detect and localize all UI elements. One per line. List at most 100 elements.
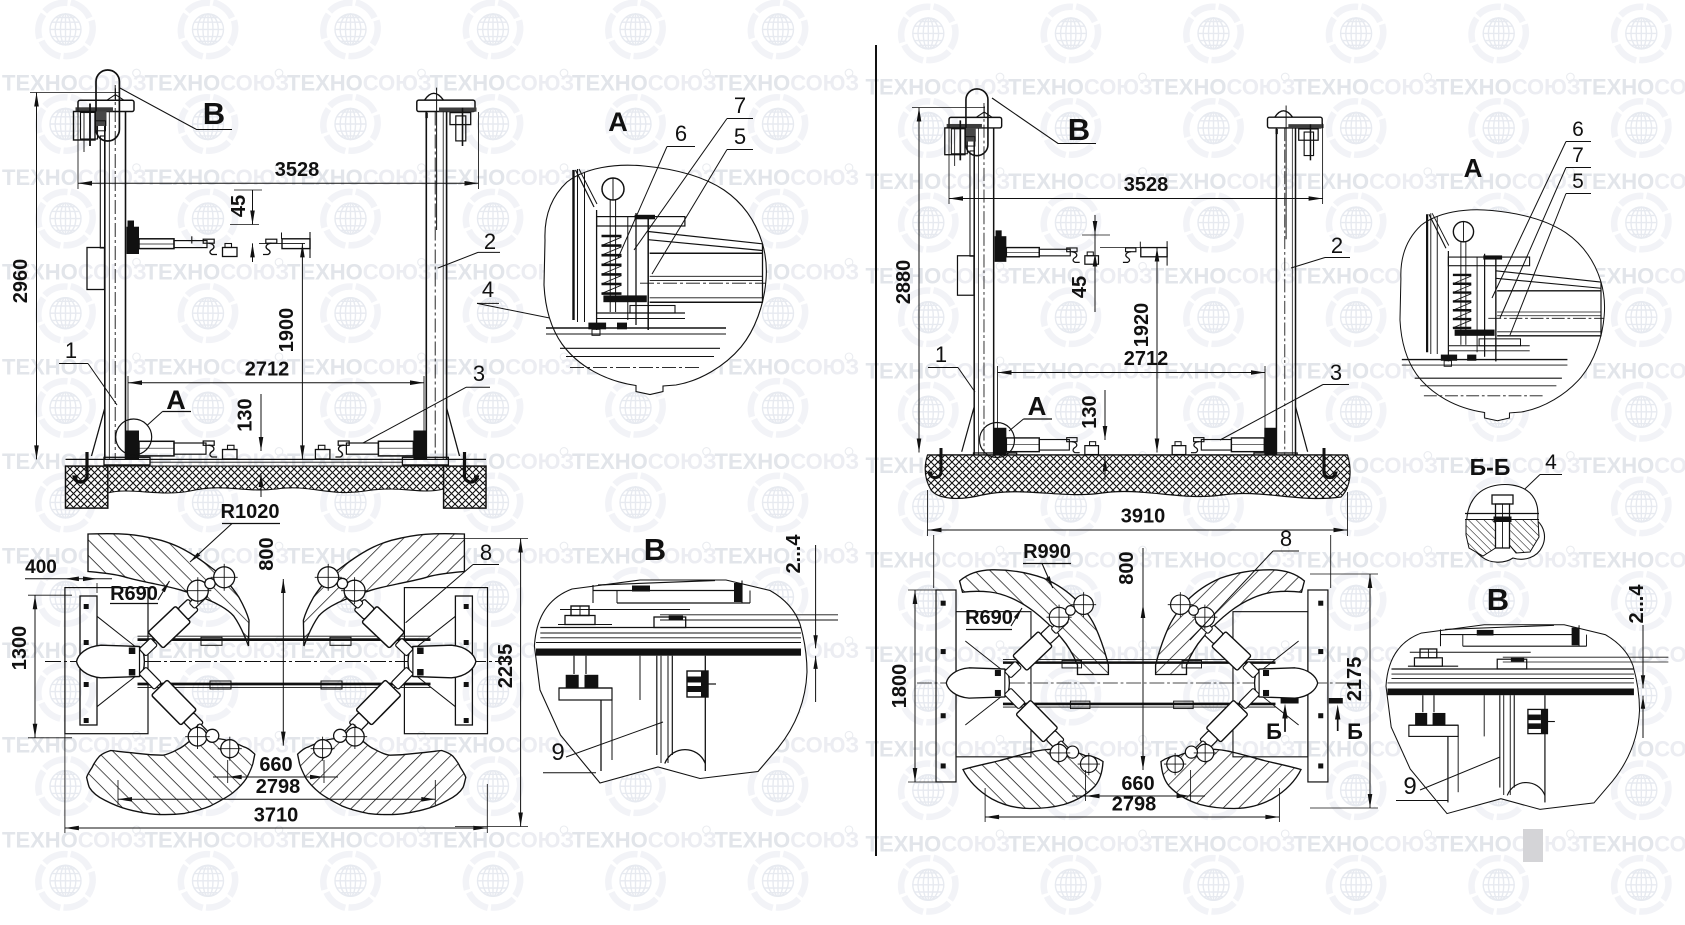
svg-text:1800: 1800 <box>889 664 911 709</box>
svg-text:ТЕХНОСОЮЗ: ТЕХНОСОЮЗ <box>1436 169 1581 194</box>
svg-text:5: 5 <box>734 124 746 149</box>
svg-text:ТЕХНОСОЮЗ: ТЕХНОСОЮЗ <box>430 71 575 96</box>
svg-text:ТЕХНОСОЮЗ: ТЕХНОСОЮЗ <box>430 354 575 379</box>
svg-text:660: 660 <box>259 754 292 776</box>
svg-text:ТЕХНОСОЮЗ: ТЕХНОСОЮЗ <box>866 169 1011 194</box>
svg-text:4: 4 <box>482 277 494 302</box>
svg-text:A: A <box>1464 153 1483 183</box>
svg-text:2960: 2960 <box>10 259 32 304</box>
svg-text:R690: R690 <box>965 607 1013 629</box>
svg-text:ТЕХНОСОЮЗ: ТЕХНОСОЮЗ <box>866 264 1011 289</box>
svg-text:800: 800 <box>256 537 278 570</box>
svg-text:ТЕХНОСОЮЗ: ТЕХНОСОЮЗ <box>1008 831 1153 856</box>
svg-text:ТЕХНОСОЮЗ: ТЕХНОСОЮЗ <box>145 827 290 852</box>
svg-text:ТЕХНОСОЮЗ: ТЕХНОСОЮЗ <box>1151 831 1296 856</box>
svg-text:ТЕХНОСОЮЗ: ТЕХНОСОЮЗ <box>1579 358 1685 383</box>
svg-text:ТЕХНОСОЮЗ: ТЕХНОСОЮЗ <box>715 71 860 96</box>
svg-text:Б-Б: Б-Б <box>1470 454 1511 480</box>
svg-text:ТЕХНОСОЮЗ: ТЕХНОСОЮЗ <box>572 449 717 474</box>
svg-text:130: 130 <box>1079 395 1101 428</box>
svg-text:6: 6 <box>1572 118 1584 141</box>
svg-text:2880: 2880 <box>893 260 915 305</box>
svg-text:3528: 3528 <box>1124 174 1169 196</box>
svg-text:ТЕХНОСОЮЗ: ТЕХНОСОЮЗ <box>715 827 860 852</box>
svg-text:ТЕХНОСОЮЗ: ТЕХНОСОЮЗ <box>1436 75 1581 100</box>
svg-text:1920: 1920 <box>1131 303 1153 348</box>
svg-text:1: 1 <box>65 338 77 363</box>
svg-text:ТЕХНОСОЮЗ: ТЕХНОСОЮЗ <box>866 642 1011 667</box>
svg-text:ТЕХНОСОЮЗ: ТЕХНОСОЮЗ <box>1151 169 1296 194</box>
svg-text:B: B <box>1487 582 1509 617</box>
svg-text:ТЕХНОСОЮЗ: ТЕХНОСОЮЗ <box>866 548 1011 573</box>
svg-text:45: 45 <box>228 195 250 217</box>
svg-text:ТЕХНОСОЮЗ: ТЕХНОСОЮЗ <box>1151 264 1296 289</box>
svg-text:7: 7 <box>1572 144 1584 167</box>
svg-text:ТЕХНОСОЮЗ: ТЕХНОСОЮЗ <box>1436 831 1581 856</box>
svg-text:ТЕХНОСОЮЗ: ТЕХНОСОЮЗ <box>1293 169 1438 194</box>
svg-text:ТЕХНОСОЮЗ: ТЕХНОСОЮЗ <box>1293 548 1438 573</box>
svg-text:ТЕХНОСОЮЗ: ТЕХНОСОЮЗ <box>1293 831 1438 856</box>
svg-text:2798: 2798 <box>1112 794 1157 816</box>
svg-text:ТЕХНОСОЮЗ: ТЕХНОСОЮЗ <box>2 827 147 852</box>
svg-text:B: B <box>203 96 225 131</box>
svg-text:3528: 3528 <box>275 159 320 181</box>
svg-text:ТЕХНОСОЮЗ: ТЕХНОСОЮЗ <box>287 354 432 379</box>
svg-text:1900: 1900 <box>276 308 298 353</box>
svg-text:R1020: R1020 <box>221 501 280 523</box>
svg-text:9: 9 <box>1403 773 1416 800</box>
svg-text:2175: 2175 <box>1344 657 1366 702</box>
svg-text:2: 2 <box>484 229 496 254</box>
svg-text:ТЕХНОСОЮЗ: ТЕХНОСОЮЗ <box>430 827 575 852</box>
svg-text:B: B <box>644 532 666 567</box>
svg-text:ТЕХНОСОЮЗ: ТЕХНОСОЮЗ <box>145 165 290 190</box>
svg-text:3910: 3910 <box>1121 506 1166 528</box>
svg-text:R990: R990 <box>1023 541 1071 563</box>
svg-text:ТЕХНОСОЮЗ: ТЕХНОСОЮЗ <box>287 260 432 285</box>
svg-text:2: 2 <box>1331 233 1343 258</box>
svg-text:ТЕХНОСОЮЗ: ТЕХНОСОЮЗ <box>1579 548 1685 573</box>
svg-text:ТЕХНОСОЮЗ: ТЕХНОСОЮЗ <box>1151 358 1296 383</box>
svg-text:2798: 2798 <box>256 776 301 798</box>
svg-text:8: 8 <box>1280 526 1292 551</box>
svg-text:ТЕХНОСОЮЗ: ТЕХНОСОЮЗ <box>572 71 717 96</box>
svg-text:ТЕХНОСОЮЗ: ТЕХНОСОЮЗ <box>145 71 290 96</box>
svg-text:A: A <box>1028 391 1047 421</box>
svg-text:ТЕХНОСОЮЗ: ТЕХНОСОЮЗ <box>572 827 717 852</box>
svg-text:B: B <box>1068 112 1090 147</box>
svg-text:Б: Б <box>1266 719 1282 744</box>
svg-text:3: 3 <box>1330 360 1342 385</box>
svg-text:2712: 2712 <box>245 359 290 381</box>
svg-text:7: 7 <box>734 93 746 118</box>
svg-text:3710: 3710 <box>254 805 299 827</box>
svg-text:4: 4 <box>1545 451 1557 474</box>
svg-text:1: 1 <box>935 342 947 367</box>
svg-text:ТЕХНОСОЮЗ: ТЕХНОСОЮЗ <box>715 165 860 190</box>
svg-text:R690: R690 <box>110 583 158 605</box>
svg-text:ТЕХНОСОЮЗ: ТЕХНОСОЮЗ <box>145 260 290 285</box>
svg-text:ТЕХНОСОЮЗ: ТЕХНОСОЮЗ <box>287 827 432 852</box>
svg-text:ТЕХНОСОЮЗ: ТЕХНОСОЮЗ <box>866 737 1011 762</box>
svg-text:ТЕХНОСОЮЗ: ТЕХНОСОЮЗ <box>1579 169 1685 194</box>
svg-text:130: 130 <box>235 398 257 431</box>
svg-text:6: 6 <box>675 121 687 146</box>
svg-text:400: 400 <box>25 557 57 578</box>
svg-text:A: A <box>608 107 628 137</box>
svg-text:1300: 1300 <box>9 626 31 671</box>
svg-text:45: 45 <box>1069 276 1091 298</box>
svg-text:660: 660 <box>1121 773 1154 795</box>
svg-text:A: A <box>166 385 186 415</box>
svg-text:Б: Б <box>1347 719 1363 744</box>
svg-text:ТЕХНОСОЮЗ: ТЕХНОСОЮЗ <box>1579 453 1685 478</box>
svg-text:9: 9 <box>551 739 564 766</box>
svg-text:3: 3 <box>473 361 485 386</box>
svg-text:800: 800 <box>1116 551 1138 584</box>
svg-text:8: 8 <box>480 540 492 565</box>
svg-text:5: 5 <box>1572 170 1584 193</box>
svg-text:ТЕХНОСОЮЗ: ТЕХНОСОЮЗ <box>1008 75 1153 100</box>
svg-text:ТЕХНОСОЮЗ: ТЕХНОСОЮЗ <box>715 449 860 474</box>
svg-text:ТЕХНОСОЮЗ: ТЕХНОСОЮЗ <box>866 75 1011 100</box>
svg-text:2712: 2712 <box>1124 348 1169 370</box>
svg-text:ТЕХНОСОЮЗ: ТЕХНОСОЮЗ <box>1579 831 1685 856</box>
svg-text:2...4: 2...4 <box>783 534 805 574</box>
svg-text:ТЕХНОСОЮЗ: ТЕХНОСОЮЗ <box>2 71 147 96</box>
